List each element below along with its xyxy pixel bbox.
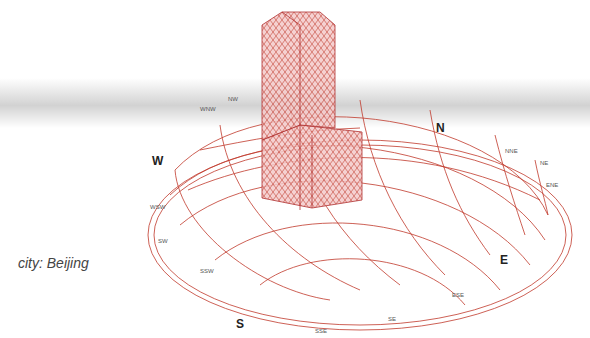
compass-tick: WSW bbox=[150, 204, 165, 210]
compass-point: S bbox=[236, 318, 244, 330]
compass-tick: NE bbox=[540, 160, 548, 166]
city-label: city: Beijing bbox=[18, 256, 89, 270]
compass-tick: SW bbox=[158, 238, 168, 244]
compass-point: W bbox=[152, 155, 163, 167]
compass-tick: ESE bbox=[452, 292, 464, 298]
compass-point: N bbox=[436, 122, 445, 134]
compass-tick: SSW bbox=[200, 268, 214, 274]
compass-tick: ENE bbox=[546, 182, 558, 188]
compass-tick: WNW bbox=[200, 106, 216, 112]
sun-path-lines bbox=[148, 100, 572, 330]
compass-tick: SSE bbox=[315, 328, 327, 334]
compass-tick: NW bbox=[228, 96, 238, 102]
building bbox=[262, 12, 362, 210]
compass-tick: NNE bbox=[505, 148, 518, 154]
compass-tick: SE bbox=[388, 316, 396, 322]
compass-point: E bbox=[500, 254, 508, 266]
